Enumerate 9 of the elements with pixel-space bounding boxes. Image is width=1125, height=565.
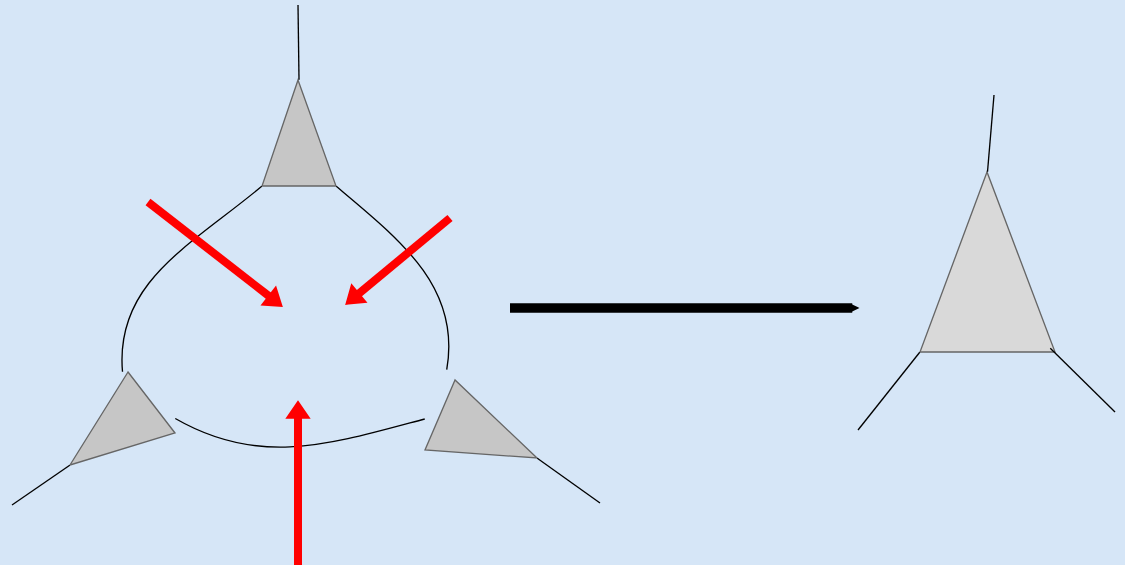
leg-line xyxy=(986,94,995,173)
leg-line xyxy=(1049,347,1116,413)
connecting-line xyxy=(174,417,426,448)
leg-line xyxy=(297,4,300,81)
connecting-line xyxy=(121,185,263,373)
connecting-line xyxy=(335,185,450,371)
leg-line xyxy=(536,457,601,504)
leg-line xyxy=(857,351,921,431)
leg-line xyxy=(11,464,71,506)
